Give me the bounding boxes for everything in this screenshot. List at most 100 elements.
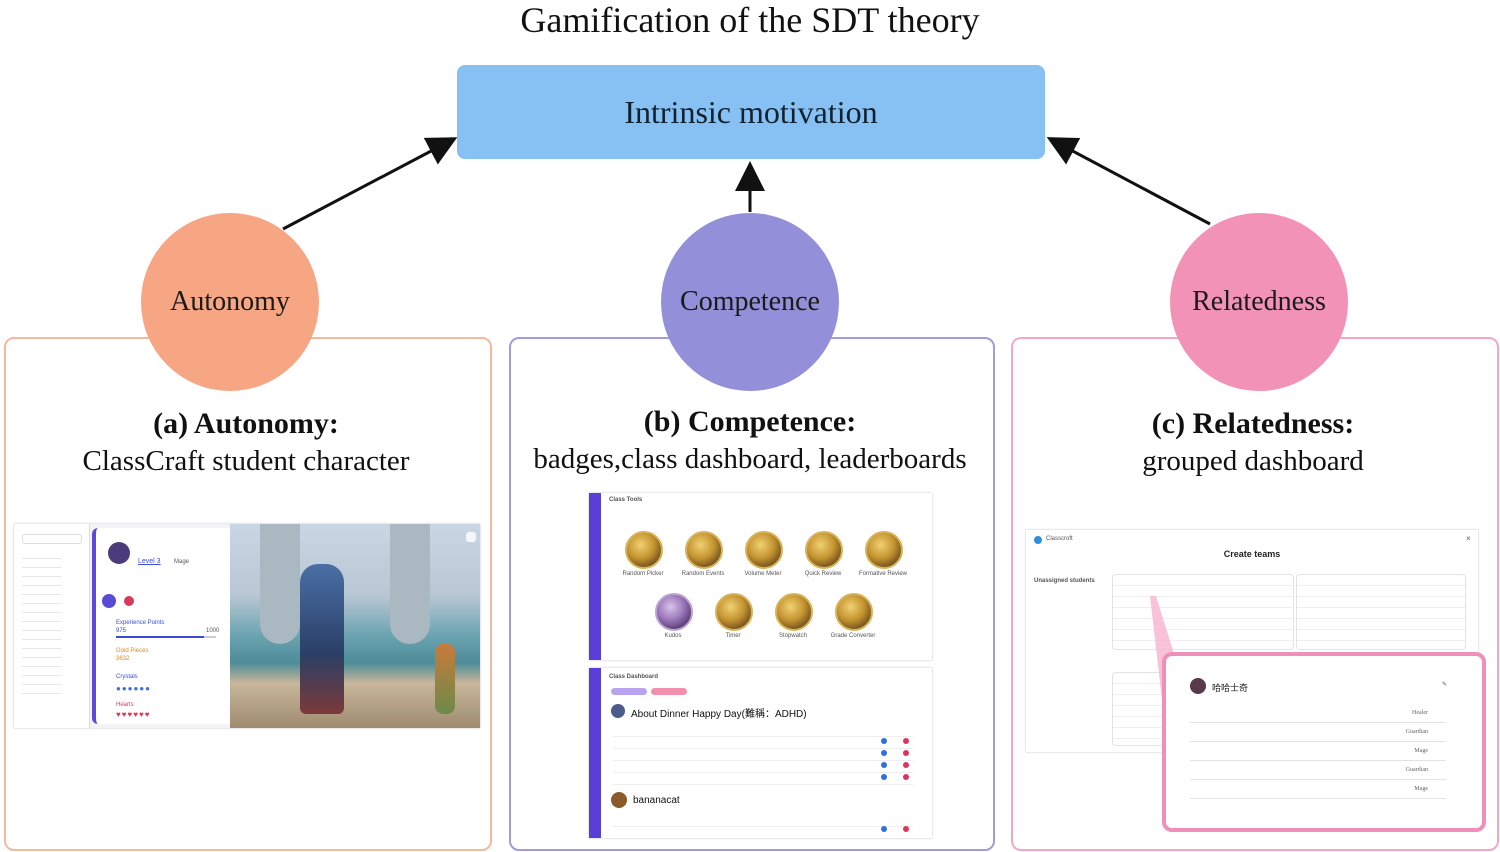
timer-badge bbox=[715, 593, 753, 631]
class-dashboard-screenshot: Class Dashboard About Dinner Happy Day(難… bbox=[589, 668, 932, 838]
arrow-relatedness bbox=[1046, 137, 1211, 226]
formative-review-badge bbox=[865, 531, 903, 569]
heart-icon bbox=[903, 750, 909, 756]
stopwatch-label: Stopwatch bbox=[778, 633, 808, 639]
filter-chip bbox=[611, 688, 647, 695]
crystal-icon bbox=[881, 762, 887, 768]
add-icon bbox=[102, 594, 116, 608]
formative-review-label: Formative Review bbox=[858, 571, 907, 577]
xp-bar-fill bbox=[116, 636, 204, 638]
hearts-icons: ♥♥♥♥♥♥ bbox=[116, 710, 151, 719]
heart-icon bbox=[903, 774, 909, 780]
table-row bbox=[613, 816, 913, 827]
team-card bbox=[1112, 574, 1294, 650]
crystals-label: Crystals bbox=[116, 674, 138, 680]
volume-meter-label: Volume Meter bbox=[744, 571, 782, 577]
create-teams-heading: Create teams bbox=[1223, 549, 1281, 559]
panel-b-subtitle: badges,class dashboard, leaderboards bbox=[533, 443, 967, 475]
class-tools-screenshot: Class Tools Random Picker Random Events … bbox=[589, 493, 932, 660]
class-label: Mage bbox=[174, 559, 190, 565]
character-card: Level 3 Mage Experience Points 975 1000 … bbox=[92, 528, 234, 724]
dashboard-sidebar bbox=[589, 668, 601, 838]
table-row bbox=[613, 774, 913, 785]
random-events-label: Random Events bbox=[681, 571, 725, 577]
team-crest-icon bbox=[1190, 678, 1206, 694]
timer-label: Timer bbox=[725, 633, 741, 639]
team-one-name: About Dinner Happy Day(難稱：ADHD) bbox=[631, 709, 807, 720]
member-row: Mage bbox=[1190, 744, 1446, 761]
random-events-badge bbox=[685, 531, 723, 569]
avatar bbox=[108, 542, 130, 564]
member-row: Guardian bbox=[1190, 763, 1446, 780]
member-role: Guardian bbox=[1405, 767, 1428, 773]
kudos-label: Kudos bbox=[664, 633, 682, 639]
mage-character bbox=[300, 564, 344, 714]
class-tools-header: Class Tools bbox=[609, 497, 643, 503]
table-row bbox=[613, 750, 913, 761]
student-list bbox=[22, 550, 62, 700]
panel-c-subtitle: grouped dashboard bbox=[1142, 445, 1364, 477]
level-link: Level 3 bbox=[138, 558, 161, 565]
random-picker-badge bbox=[625, 531, 663, 569]
crystal-icon bbox=[881, 826, 887, 832]
arrow-autonomy bbox=[282, 137, 458, 231]
heart-icon bbox=[903, 762, 909, 768]
close-icon: × bbox=[1466, 534, 1471, 543]
panel-b-heading: (b) Competence: bbox=[643, 405, 857, 438]
relatedness-circle-label: Relatedness bbox=[1192, 286, 1326, 317]
classcraft-logo-icon bbox=[1034, 536, 1042, 544]
relatedness-circle: Relatedness bbox=[1170, 213, 1348, 391]
xp-max: 1000 bbox=[206, 628, 220, 634]
volume-meter-badge bbox=[745, 531, 783, 569]
panel-a-heading: (a) Autonomy: bbox=[153, 407, 339, 440]
xp-bar bbox=[116, 636, 216, 638]
team-avatar bbox=[611, 792, 627, 808]
crystal-icon bbox=[881, 750, 887, 756]
member-row: Mage bbox=[1190, 782, 1446, 799]
autonomy-circle: Autonomy bbox=[141, 213, 319, 391]
kudos-badge bbox=[655, 593, 693, 631]
competence-circle-label: Competence bbox=[680, 286, 820, 317]
companion-character bbox=[435, 644, 455, 714]
stone-arch-right bbox=[390, 524, 430, 644]
intrinsic-motivation-label: Intrinsic motivation bbox=[624, 93, 878, 130]
competence-circle: Competence bbox=[661, 213, 839, 391]
table-row bbox=[613, 738, 913, 749]
member-role: Guardian bbox=[1405, 729, 1428, 735]
hearts-label: Hearts bbox=[116, 702, 134, 708]
gold-label: Gold Pieces bbox=[116, 648, 149, 654]
crystals-icons: ●●●●●● bbox=[116, 684, 151, 693]
member-role: Healer bbox=[1412, 710, 1428, 716]
team-zoom-callout: 哈哈士奇 ✎ Healer Guardian Mage Guardian Mag… bbox=[1162, 652, 1486, 832]
heart-icon bbox=[903, 826, 909, 832]
intrinsic-motivation-box: Intrinsic motivation bbox=[457, 65, 1045, 159]
stone-arch-left bbox=[260, 524, 300, 644]
class-tools-sidebar bbox=[589, 493, 601, 660]
student-list-sidebar bbox=[14, 524, 90, 728]
class-dashboard-header: Class Dashboard bbox=[609, 674, 659, 680]
random-picker-label: Random Picker bbox=[622, 571, 664, 577]
gold-value: 3632 bbox=[116, 656, 130, 662]
panel-c-heading: (c) Relatedness: bbox=[1151, 407, 1355, 440]
member-role: Mage bbox=[1414, 786, 1428, 792]
settings-icon bbox=[466, 532, 476, 542]
character-scene bbox=[230, 524, 480, 728]
table-row bbox=[613, 762, 913, 773]
filter-chip bbox=[651, 688, 687, 695]
diagram-title: Gamification of the SDT theory bbox=[520, 0, 980, 40]
crystal-icon bbox=[881, 774, 887, 780]
member-role: Mage bbox=[1414, 748, 1428, 754]
stopwatch-badge bbox=[775, 593, 813, 631]
team-card bbox=[1296, 574, 1466, 650]
heart-icon bbox=[903, 738, 909, 744]
quick-review-label: Quick Review bbox=[804, 571, 842, 577]
remove-icon bbox=[124, 596, 134, 606]
member-row: Guardian bbox=[1190, 725, 1446, 742]
team-name: 哈哈士奇 bbox=[1212, 683, 1249, 693]
crystal-icon bbox=[881, 738, 887, 744]
xp-label: Experience Points bbox=[116, 620, 165, 626]
app-name: Classcroft bbox=[1046, 536, 1073, 542]
classcraft-character-screenshot: Level 3 Mage Experience Points 975 1000 … bbox=[14, 524, 480, 728]
unassigned-students-label: Unassigned students bbox=[1034, 578, 1095, 584]
